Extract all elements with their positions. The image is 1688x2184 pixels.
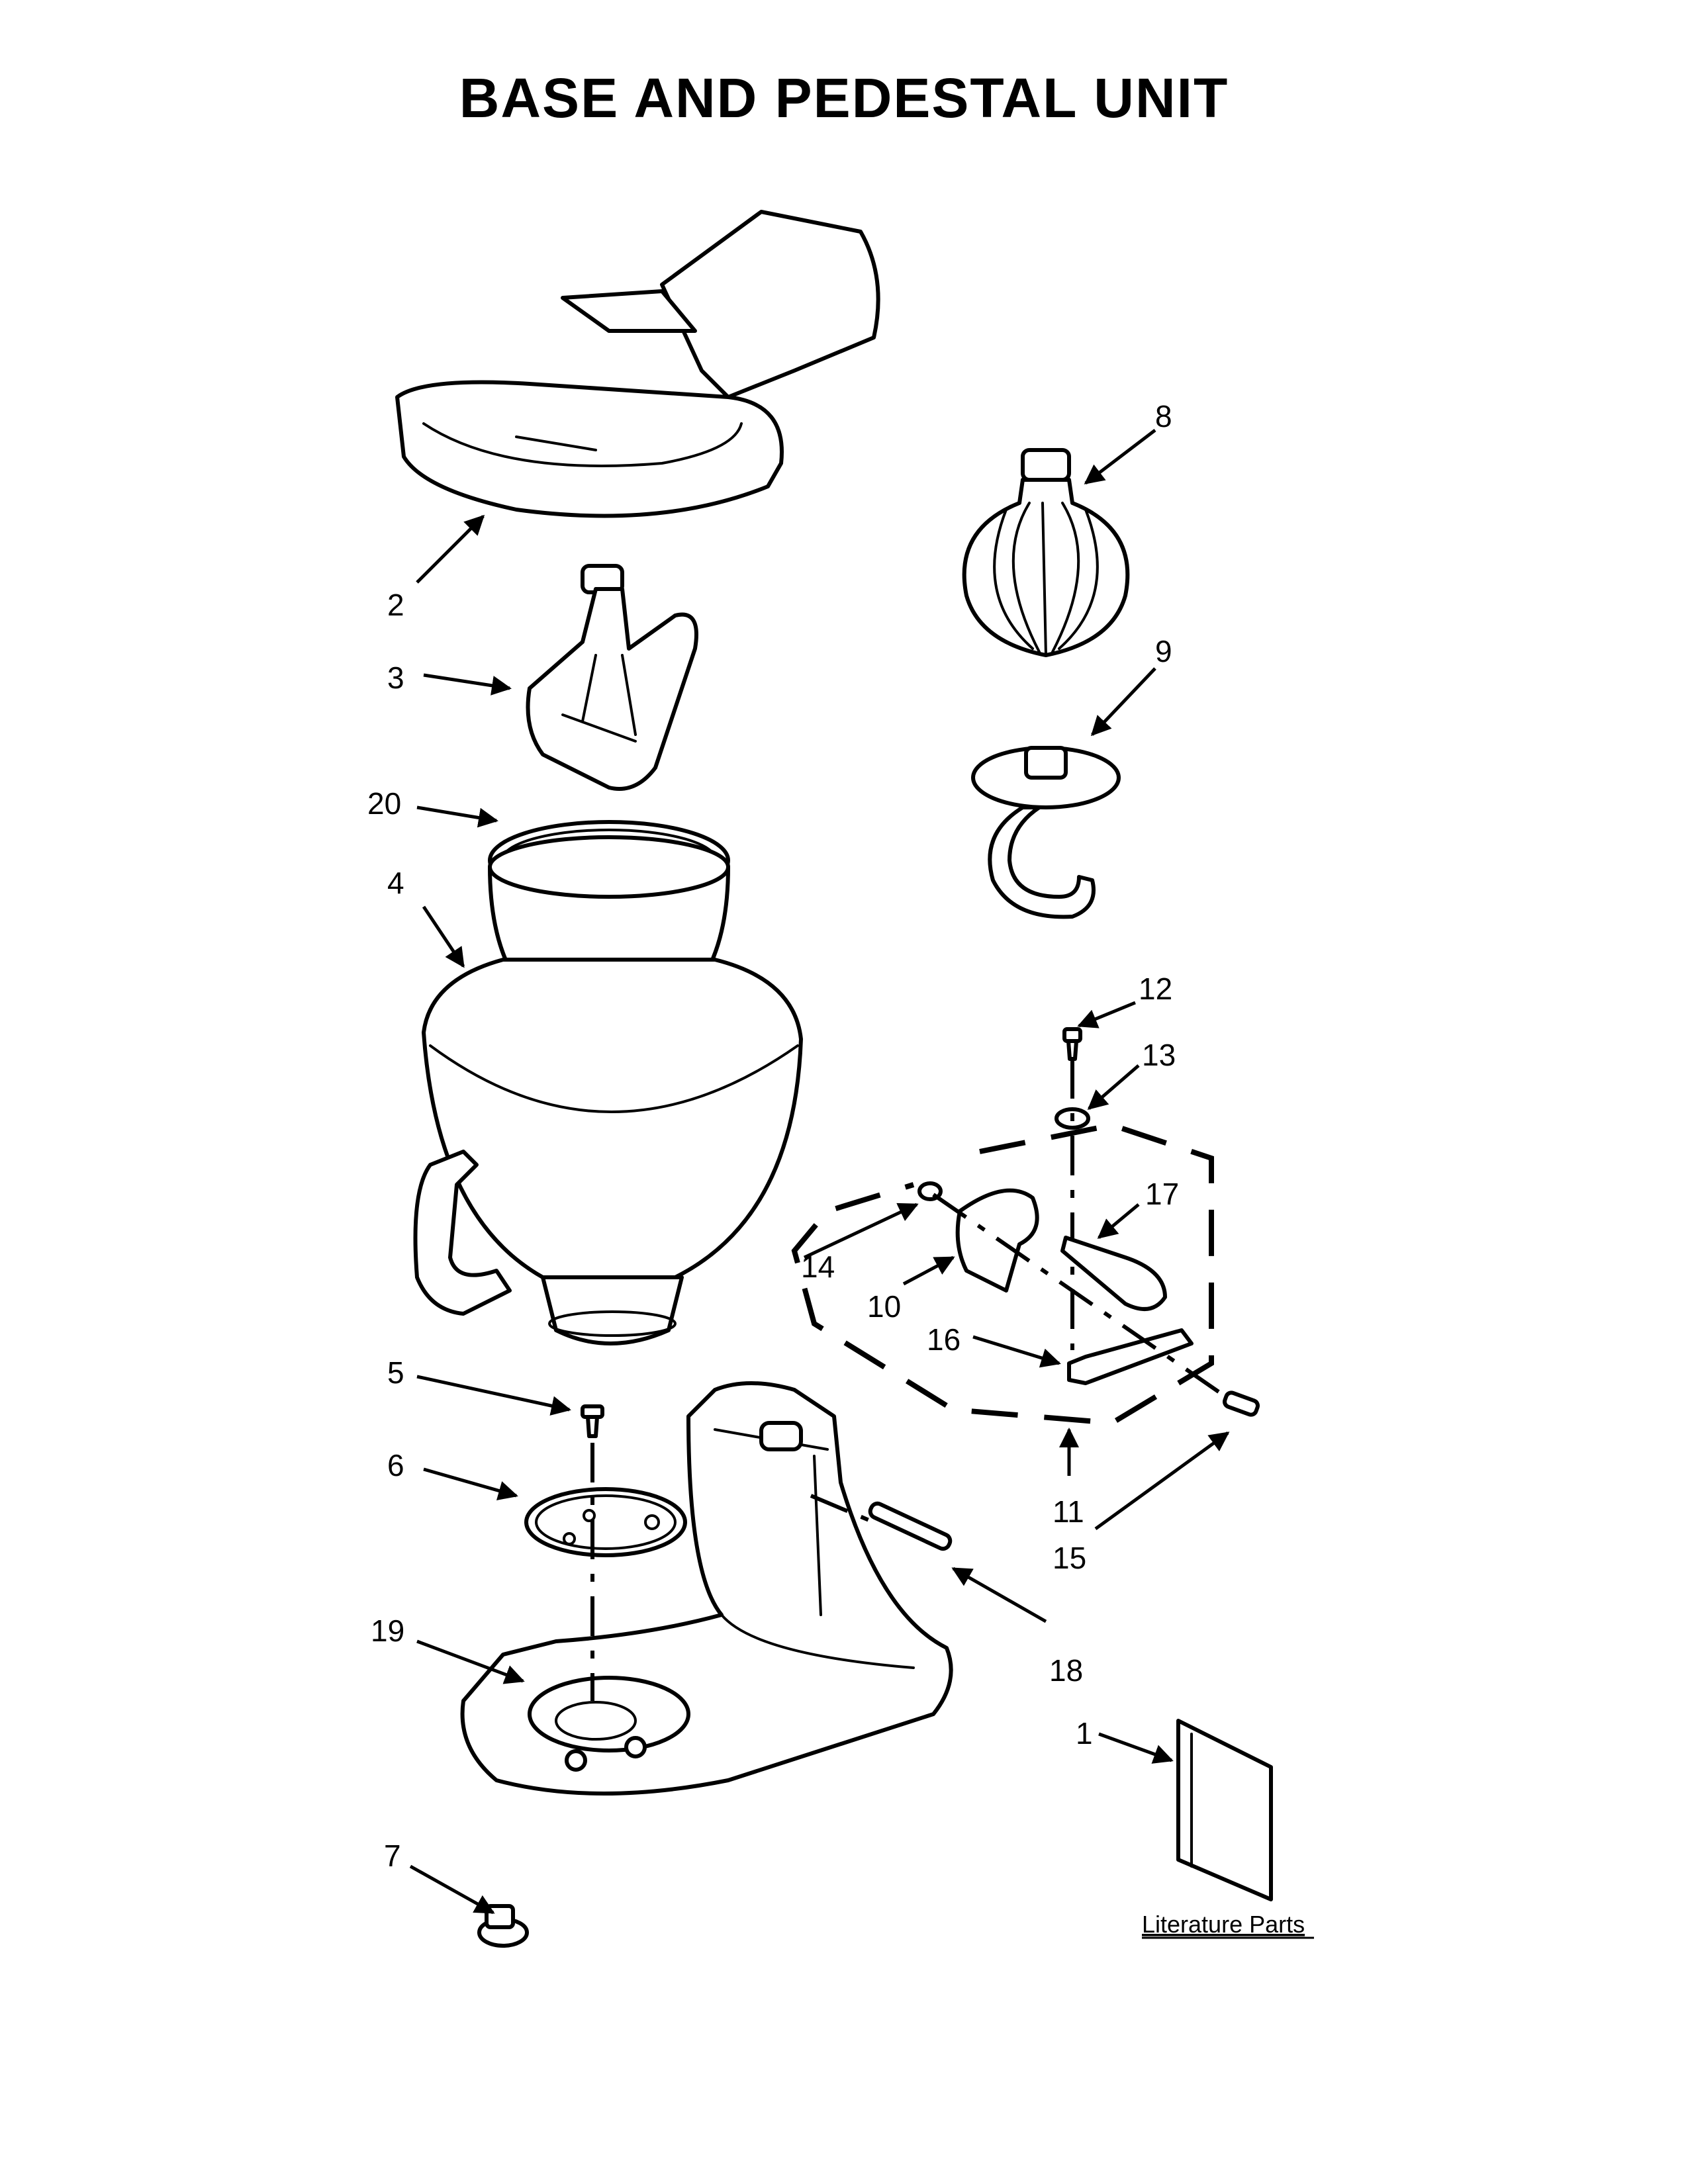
screw-and-washer [1055, 1027, 1090, 1130]
callout-13: 13 [1142, 1038, 1176, 1072]
dough-hook [971, 746, 1121, 919]
callout-11: 11 [1053, 1494, 1084, 1529]
callout-4: 4 [387, 866, 404, 900]
callout-6: 6 [387, 1448, 404, 1482]
callout-15: 15 [1053, 1541, 1086, 1575]
trim-band [524, 1487, 687, 1557]
screw [581, 1404, 604, 1438]
callout-18: 18 [1049, 1653, 1083, 1688]
flat-beater [526, 564, 698, 791]
hinge-pin [810, 1494, 953, 1551]
foot [477, 1904, 529, 1948]
callout-10: 10 [867, 1289, 901, 1324]
callout-1: 1 [1076, 1716, 1093, 1751]
wire-whip [962, 448, 1130, 657]
literature-booklet [1176, 1719, 1273, 1901]
callout-2: 2 [387, 588, 404, 622]
callout-9: 9 [1155, 634, 1172, 668]
callout-3: 3 [387, 660, 404, 695]
diagram-title: BASE AND PEDESTAL UNIT [459, 67, 1229, 129]
hinge-assembly [791, 1122, 1260, 1426]
callout-17: 17 [1145, 1177, 1179, 1211]
callout-20: 20 [367, 786, 401, 821]
literature-parts-label: Literature Parts [1142, 1911, 1305, 1938]
callout-12: 12 [1139, 972, 1172, 1006]
callout-5: 5 [387, 1355, 404, 1390]
callout-14: 14 [801, 1250, 835, 1284]
callout-19: 19 [371, 1614, 404, 1648]
callout-7: 7 [384, 1839, 401, 1873]
pedestal-base [460, 1381, 953, 1796]
callout-leaders [409, 429, 1230, 1915]
mixing-bowl [413, 835, 803, 1345]
callout-16: 16 [927, 1322, 961, 1357]
pouring-shield [395, 210, 880, 518]
callout-8: 8 [1155, 399, 1172, 433]
